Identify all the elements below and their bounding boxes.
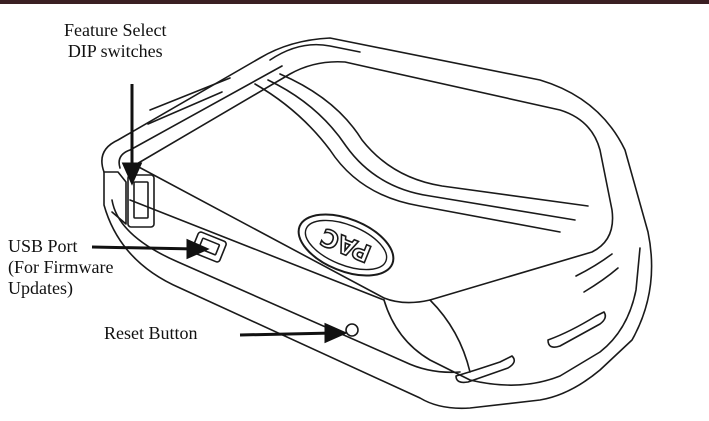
- dip-switch-window-inner: [133, 181, 149, 219]
- side-grip-right-3: [583, 267, 619, 293]
- feature-select-label-line-1: Feature Select: [64, 20, 167, 40]
- device-back-ridge: [269, 43, 361, 61]
- arrow-reset-button-head: [324, 322, 348, 344]
- feature-select-label-line-2: DIP switches: [67, 41, 163, 61]
- side-grip-right-2: [575, 253, 613, 277]
- device-top-swoosh-2: [267, 79, 576, 221]
- device-front-edge: [111, 199, 461, 374]
- device-front-edge-inner: [129, 199, 385, 301]
- device-top-rim: [118, 65, 283, 169]
- usb-port-label-line-1: USB Port: [8, 236, 78, 256]
- usb-port-label-line-2: (For Firmware: [8, 257, 114, 277]
- arrow-reset-button: [239, 331, 335, 337]
- reset-button-label: Reset Button: [104, 323, 198, 344]
- device-back-ridge-2: [149, 77, 231, 111]
- usb-port-inner: [198, 237, 221, 256]
- dip-switch-window: [127, 174, 155, 228]
- usb-port: [191, 231, 227, 263]
- device-back-ridge-3: [147, 91, 223, 125]
- reset-button: [345, 323, 359, 337]
- arrow-usb-port: [91, 245, 197, 251]
- pac-logo-badge: PAC: [297, 213, 395, 277]
- top-rule: [0, 0, 709, 4]
- arrow-feature-select-head: [121, 162, 143, 186]
- usb-port-label-line-3: Updates): [8, 278, 73, 298]
- device-top-swoosh-3: [279, 73, 589, 207]
- device-body-outline: [101, 37, 653, 410]
- arrow-usb-port-head: [186, 238, 210, 260]
- feature-select-label: Feature Select DIP switches: [64, 20, 166, 62]
- side-grip-left: [455, 355, 516, 384]
- device-left-notch: [103, 171, 127, 225]
- device-right-inner: [429, 299, 471, 373]
- side-grip-right: [547, 311, 607, 348]
- device-right-edge: [383, 247, 641, 386]
- reset-button-label-text: Reset Button: [104, 323, 198, 343]
- usb-port-label: USB Port (For Firmware Updates): [8, 236, 113, 299]
- device-top-surface: [134, 60, 614, 304]
- device-top-swoosh-1: [254, 83, 561, 233]
